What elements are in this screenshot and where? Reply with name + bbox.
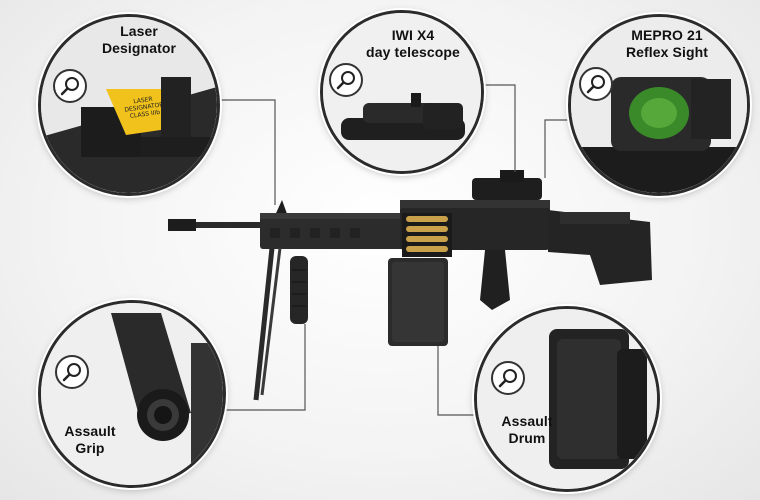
assault-grip-image [41,303,223,485]
magnifier-icon[interactable] [55,355,89,389]
magnifier-icon[interactable] [491,361,525,395]
assault-drum-callout: Assault Drum [474,306,660,492]
laser-designator-callout: LASER DESIGNATOR CLASS IIIb Laser Design… [38,14,220,196]
assault-drum-label: Assault Drum [487,413,567,447]
magnifier-icon[interactable] [579,67,613,101]
assault-grip-callout: Assault Grip [38,300,226,488]
reflex-sight-label: MEPRO 21 Reflex Sight [619,27,715,61]
magnifier-icon[interactable] [329,63,363,97]
label-line: IWI X4 [391,27,435,43]
day-telescope-callout: IWI X4 day telescope [320,10,484,174]
reflex-sight-callout: MEPRO 21 Reflex Sight [568,14,750,196]
label-line: Assault [64,423,116,439]
label-line: Laser [120,23,158,39]
assault-grip-label: Assault Grip [49,423,131,457]
label-line: MEPRO 21 [631,27,703,43]
assault-drum-image [477,309,657,489]
magnifier-icon[interactable] [53,69,87,103]
laser-designator-image [41,17,217,193]
telescope-image [323,13,481,171]
label-line: Grip [75,440,105,456]
label-line: Drum [508,430,546,446]
label-line: Designator [101,40,177,56]
label-line: Reflex Sight [625,44,709,60]
label-line: Assault [501,413,553,429]
day-telescope-label: IWI X4 day telescope [363,27,463,61]
reflex-sight-image [571,17,747,193]
label-line: day telescope [366,44,460,60]
laser-designator-label: Laser Designator [99,23,179,57]
